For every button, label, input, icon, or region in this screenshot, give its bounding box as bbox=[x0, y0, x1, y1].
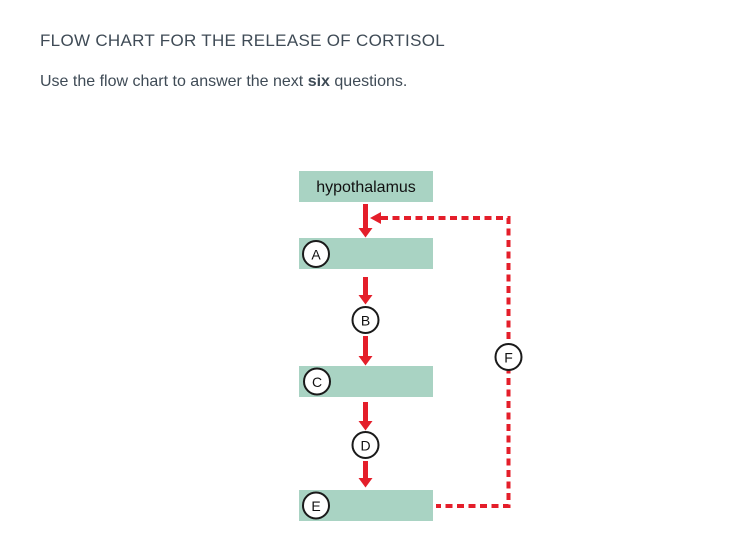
arrowhead-b-to-c bbox=[358, 356, 373, 366]
label-circle-e bbox=[302, 491, 330, 520]
instruction-suffix: questions. bbox=[334, 73, 408, 90]
hypothalamus-box bbox=[299, 171, 433, 202]
arrowhead-hypothalamus-to-a bbox=[358, 228, 373, 238]
page-title: FLOW CHART FOR THE RELEASE OF CORTISOL bbox=[40, 31, 445, 50]
label-f: F bbox=[504, 350, 513, 366]
instruction-prefix: Use the flow chart to answer the next bbox=[40, 73, 304, 90]
label-circle-c bbox=[303, 367, 331, 396]
label-d: D bbox=[360, 438, 370, 454]
label-circle-b bbox=[351, 306, 380, 334]
label-a: A bbox=[311, 247, 321, 263]
label-e: E bbox=[311, 498, 320, 514]
arrowhead-a-to-b bbox=[358, 295, 373, 305]
hypothalamus-label: hypothalamus bbox=[316, 179, 416, 196]
label-circle-d bbox=[351, 431, 380, 459]
instruction-bold: six bbox=[307, 73, 330, 90]
arrowhead-c-to-d bbox=[358, 421, 373, 431]
arrowhead-d-to-e bbox=[358, 478, 373, 488]
label-c: C bbox=[312, 374, 322, 390]
label-circle-a bbox=[302, 240, 330, 268]
label-b: B bbox=[361, 313, 370, 329]
instruction-text: Use the flow chart to answer the next si… bbox=[40, 73, 407, 91]
feedback-arrowhead bbox=[370, 212, 381, 224]
label-circle-f bbox=[494, 343, 523, 371]
